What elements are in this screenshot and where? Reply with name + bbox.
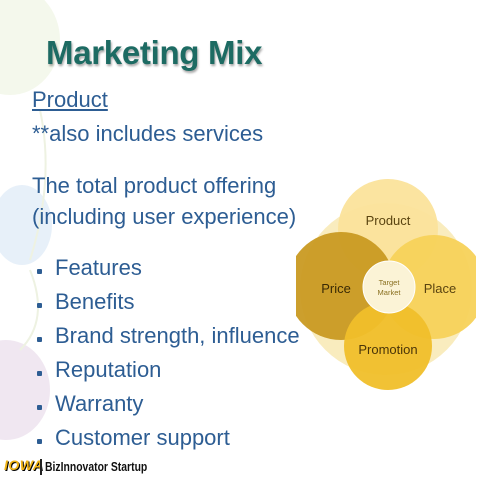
description-line: (including user experience) <box>32 204 297 229</box>
bullet-item: Brand strength, influence <box>34 321 300 355</box>
bullet-icon <box>37 269 42 274</box>
bullet-text: Warranty <box>55 391 144 416</box>
price-label: Price <box>321 281 351 296</box>
bullet-text: Features <box>55 255 142 280</box>
bullet-item: Customer support <box>34 423 300 457</box>
target-market-circle <box>362 260 416 314</box>
bullet-text: Brand strength, influence <box>55 323 300 348</box>
iowa-logo: IOWA <box>4 457 44 473</box>
bullet-item: Features <box>34 253 300 287</box>
bullet-icon <box>37 337 42 342</box>
promotion-circle <box>344 302 432 390</box>
target-market-label-line: Market <box>378 288 402 297</box>
slide-subtitle: Product <box>32 87 108 112</box>
bullet-icon <box>37 371 42 376</box>
bullet-text: Reputation <box>55 357 162 382</box>
bullet-icon <box>37 303 42 308</box>
marketing-mix-diagram: Product Price Place Promotion Target Mar… <box>296 179 476 390</box>
bullet-text: Customer support <box>55 425 230 450</box>
slide-footer: IOWA BizInnovator Startup <box>0 457 480 480</box>
bullet-icon <box>37 439 42 444</box>
footer-divider <box>40 459 42 475</box>
bullet-text: Benefits <box>55 289 135 314</box>
services-note: **also includes services <box>32 121 264 146</box>
footer-brand-text: BizInnovator Startup <box>45 459 148 474</box>
product-label: Product <box>366 213 411 228</box>
target-market-label-line: Target <box>379 278 401 287</box>
description-line: The total product offering <box>32 173 277 198</box>
promotion-label: Promotion <box>358 342 417 357</box>
bullet-item: Benefits <box>34 287 300 321</box>
bullet-icon <box>37 405 42 410</box>
place-label: Place <box>424 281 457 296</box>
bullet-item: Reputation <box>34 355 300 389</box>
product-description: The total product offering (including us… <box>32 170 296 232</box>
slide-title: Marketing Mix <box>46 34 263 71</box>
bullet-item: Warranty <box>34 389 300 423</box>
product-bullet-list: Features Benefits Brand strength, influe… <box>34 253 300 457</box>
